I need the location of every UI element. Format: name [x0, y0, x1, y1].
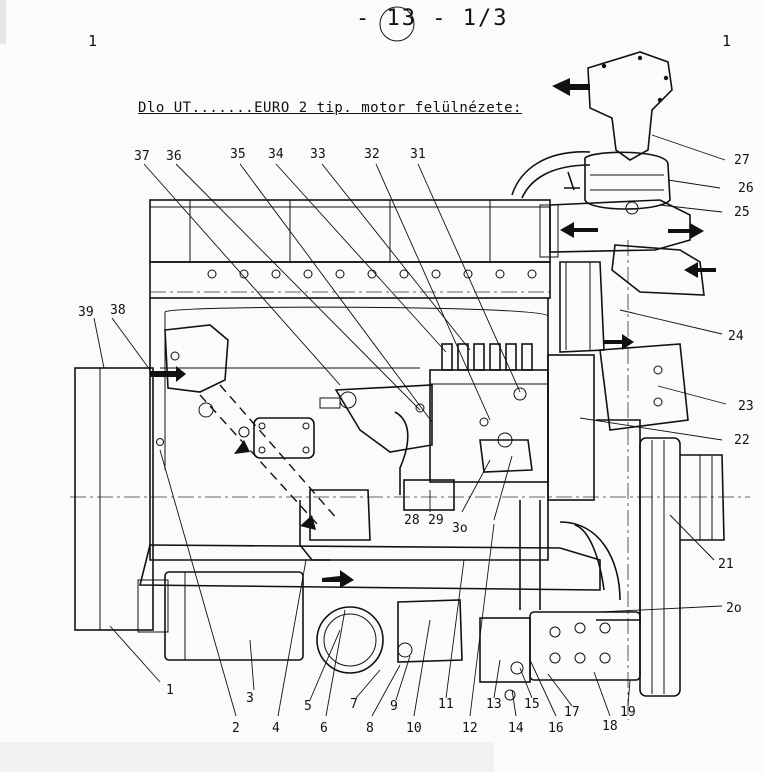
flange-6	[316, 606, 384, 674]
part-label-23: 23	[738, 399, 754, 414]
part-label-5: 5	[304, 699, 312, 714]
part-label-2: 2	[232, 721, 240, 736]
part-label-22: 22	[734, 433, 750, 448]
starter-motor-3	[137, 571, 304, 661]
intake-pipe-38	[164, 324, 229, 393]
leader-lines	[93, 134, 727, 717]
scan-edge-bottom	[0, 742, 494, 772]
engine-block	[138, 298, 601, 591]
part-label-31: 31	[410, 147, 426, 162]
oil-pipe	[299, 500, 330, 561]
part-label-7: 7	[350, 697, 358, 712]
oil-cooler-10	[397, 599, 463, 663]
injection-pump	[403, 343, 549, 511]
turbo-elbow-27	[587, 51, 673, 161]
part-label-19: 19	[620, 705, 636, 720]
part-label-8: 8	[366, 721, 374, 736]
part-label-25: 25	[734, 205, 750, 220]
compressor-18	[529, 611, 641, 681]
part-label-12: 12	[462, 721, 478, 736]
oil-flow-arrow-icon	[322, 570, 354, 588]
part-label-14: 14	[508, 721, 524, 736]
cylinder-head	[149, 261, 551, 299]
corner-mark-left: 1	[88, 32, 98, 50]
part-label-16: 16	[548, 721, 564, 736]
part-label-24: 24	[728, 329, 744, 344]
air-intake-housing-39	[74, 367, 154, 631]
exhaust-pipe	[511, 151, 591, 196]
turbine-housing-25	[549, 199, 705, 296]
part-label-17: 17	[564, 705, 580, 720]
part-label-27: 27	[734, 153, 750, 168]
part-label-36: 36	[166, 149, 182, 164]
scan-edge	[0, 0, 6, 44]
part-label-26: 26	[738, 181, 754, 196]
corner-mark-right: 1	[722, 32, 732, 50]
part-label-30: 3o	[452, 521, 468, 536]
part-label-4: 4	[272, 721, 280, 736]
part-label-39: 39	[78, 305, 94, 320]
part-labels: 1 2 3 4 5 6 7 8 9 10 11 12 13 14 15 16 1…	[78, 147, 754, 736]
part-label-28: 28	[404, 513, 420, 528]
turbo-outlet-arrow-icon	[552, 78, 590, 96]
gear-housing	[596, 419, 641, 621]
part-label-37: 37	[134, 149, 150, 164]
coolant-pump-23	[599, 334, 689, 431]
exhaust-arrow-right-icon	[668, 223, 704, 239]
exhaust-arrow-left-icon	[560, 222, 598, 238]
part-label-18: 18	[602, 719, 618, 734]
part-label-11: 11	[438, 697, 454, 712]
front-housing-22	[547, 261, 605, 501]
fuel-feed-pump	[319, 384, 433, 495]
part-label-34: 34	[268, 147, 284, 162]
compressor-housing-13	[479, 617, 531, 683]
coolant-flow-arrow-icon	[604, 334, 634, 350]
part-label-13: 13	[486, 697, 502, 712]
part-label-1: 1	[166, 683, 174, 698]
part-label-38: 38	[110, 303, 126, 318]
part-label-20: 2o	[726, 601, 742, 616]
part-label-9: 9	[390, 699, 398, 714]
drawing-title: Dlo UT.......EURO 2 tip. motor felülnéze…	[138, 100, 522, 116]
part-label-6: 6	[320, 721, 328, 736]
part-label-29: 29	[428, 513, 444, 528]
turbocharger-26	[584, 151, 671, 210]
cover-plate	[253, 417, 315, 459]
part-label-3: 3	[246, 691, 254, 706]
part-label-35: 35	[230, 147, 246, 162]
part-label-33: 33	[310, 147, 326, 162]
intake-arrow-icon	[684, 262, 716, 278]
air-flow-arrow-icon	[150, 366, 186, 382]
page-number-circle	[379, 6, 415, 42]
part-label-15: 15	[524, 697, 540, 712]
crank-pulley-21	[639, 437, 725, 697]
part-label-32: 32	[364, 147, 380, 162]
part-label-21: 21	[718, 557, 734, 572]
valve-cover	[149, 199, 559, 263]
part-label-10: 10	[406, 721, 422, 736]
